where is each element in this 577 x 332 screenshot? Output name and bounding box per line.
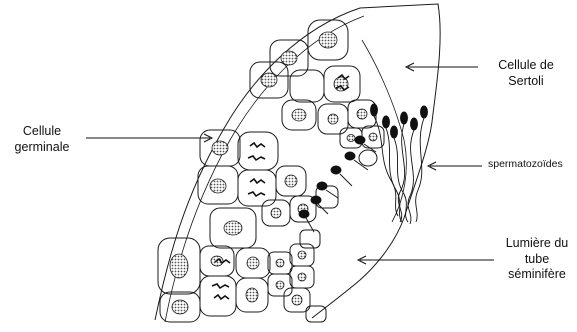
label-tubule-lumen: Lumière du tube séminifère (498, 236, 576, 283)
label-lumiere-line2: tube (498, 252, 576, 268)
label-spermatozoa: spermatozoïdes (488, 158, 563, 171)
label-germinal-cell: Cellule germinale (4, 124, 80, 155)
label-germinale-line1: Cellule (4, 124, 80, 140)
label-germinale-line2: germinale (4, 140, 80, 156)
label-sertoli-cell: Cellule de Sertoli (486, 58, 566, 89)
label-sertoli-line2: Sertoli (486, 74, 566, 90)
label-lumiere-line1: Lumière du (498, 236, 576, 252)
label-sertoli-line1: Cellule de (486, 58, 566, 74)
label-lumiere-line3: séminifère (498, 267, 576, 283)
upper-cell-cluster (250, 20, 384, 166)
